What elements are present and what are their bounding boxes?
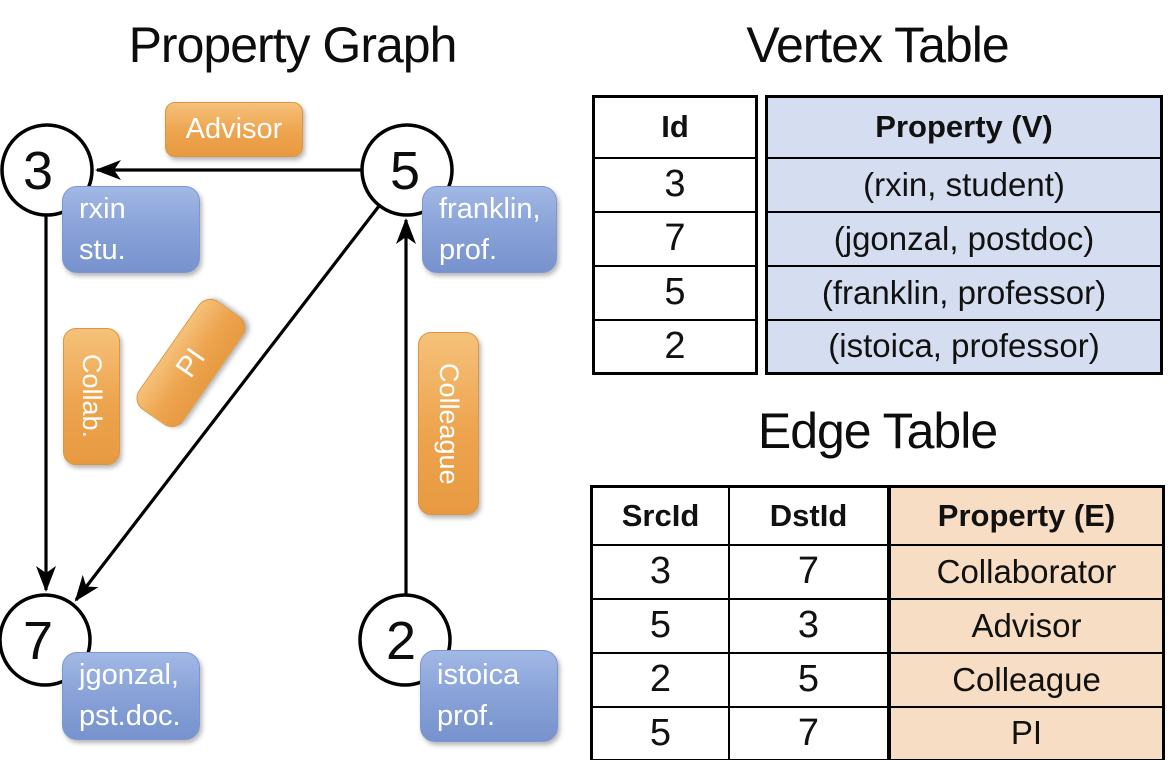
vertex-property-line: jgonzal, bbox=[79, 659, 179, 691]
edge-table-property-cell: Advisor bbox=[888, 597, 1165, 654]
vertex-table-property-column: Property (V) (rxin, student) (jgonzal, p… bbox=[765, 95, 1163, 375]
vertex-property-line: pst.doc. bbox=[79, 700, 181, 732]
vertex-property-box-2: istoica prof. bbox=[420, 650, 558, 742]
node-id-5: 5 bbox=[390, 141, 420, 201]
vertex-property-line: rxin bbox=[79, 192, 126, 225]
edge-label-advisor: Advisor bbox=[165, 102, 303, 157]
edge-table-header-srcid: SrcId bbox=[590, 485, 730, 546]
vertex-table-property-cell: (franklin, professor) bbox=[765, 264, 1163, 321]
vertex-table-property-cell: (istoica, professor) bbox=[765, 318, 1163, 375]
edge-table-src-cell: 5 bbox=[590, 705, 730, 760]
vertex-table-header-id: Id bbox=[592, 95, 758, 159]
edge-table-header-property: Property (E) bbox=[888, 485, 1165, 546]
edge-table-dst-cell: 3 bbox=[728, 597, 890, 654]
edge-table-src-cell: 3 bbox=[590, 543, 730, 600]
node-id-3: 3 bbox=[23, 141, 53, 201]
edge-table-property-cell: PI bbox=[888, 705, 1165, 760]
vertex-property-box-3: rxin stu. bbox=[62, 186, 200, 273]
vertex-property-line: prof. bbox=[437, 700, 496, 732]
vertex-property-line: prof. bbox=[439, 233, 498, 266]
edge-table-property-column: Property (E) Collaborator Advisor Collea… bbox=[888, 485, 1165, 760]
vertex-table-id-cell: 5 bbox=[592, 264, 758, 321]
edge-label-collab: Collab. bbox=[63, 328, 120, 465]
vertex-table-id-cell: 3 bbox=[592, 156, 758, 213]
node-id-7: 7 bbox=[23, 611, 53, 671]
property-graph-diagram: 3 5 7 2 bbox=[0, 123, 454, 687]
edge-table-src-cell: 2 bbox=[590, 651, 730, 708]
edge-table-dst-cell: 5 bbox=[728, 651, 890, 708]
vertex-property-box-5: franklin, prof. bbox=[422, 186, 557, 273]
edge-table-id-columns: SrcId DstId 3 7 5 3 2 5 5 7 bbox=[590, 485, 890, 760]
edge-table-header-dstid: DstId bbox=[728, 485, 890, 546]
edge-line-pi-5-to-7 bbox=[74, 205, 381, 602]
vertex-table-id-cell: 2 bbox=[592, 318, 758, 375]
vertex-table-id-column: Id 3 7 5 2 bbox=[592, 95, 758, 375]
vertex-table-id-cell: 7 bbox=[592, 210, 758, 267]
node-id-2: 2 bbox=[386, 611, 416, 671]
edge-table-title: Edge Table bbox=[757, 403, 998, 459]
edge-label-colleague: Colleague bbox=[418, 332, 479, 515]
edge-table-property-cell: Colleague bbox=[888, 651, 1165, 708]
vertex-table-property-cell: (jgonzal, postdoc) bbox=[765, 210, 1163, 267]
edge-table-src-cell: 5 bbox=[590, 597, 730, 654]
edge-table-property-cell: Collaborator bbox=[888, 543, 1165, 600]
property-graph-title: Property Graph bbox=[128, 17, 458, 73]
vertex-property-line: franklin, bbox=[439, 192, 541, 225]
vertex-table-header-property: Property (V) bbox=[765, 95, 1163, 159]
vertex-table-title: Vertex Table bbox=[746, 17, 1009, 73]
vertex-table-property-cell: (rxin, student) bbox=[765, 156, 1163, 213]
edge-table-dst-cell: 7 bbox=[728, 705, 890, 760]
vertex-property-line: stu. bbox=[79, 233, 126, 266]
vertex-property-line: istoica bbox=[437, 659, 520, 691]
edge-table-dst-cell: 7 bbox=[728, 543, 890, 600]
vertex-property-box-7: jgonzal, pst.doc. bbox=[62, 652, 200, 740]
